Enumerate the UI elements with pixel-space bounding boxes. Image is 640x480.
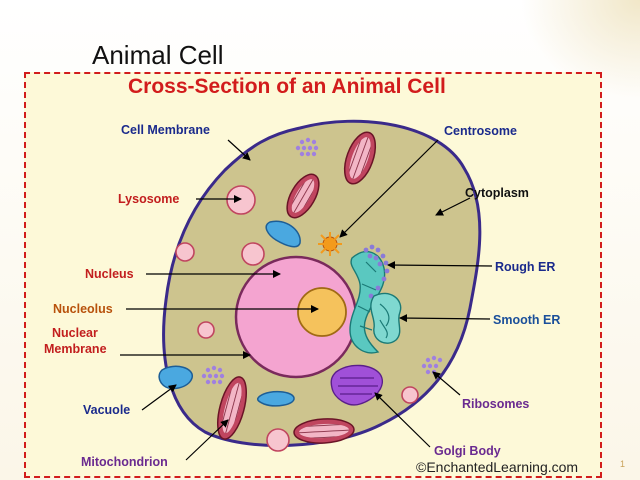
mitochondrion-2	[286, 173, 320, 219]
label-vacuole: Vacuole	[83, 403, 131, 417]
label-rough-er: Rough ER	[495, 260, 556, 274]
vesicle	[175, 242, 195, 262]
credit-text: ©EnchantedLearning.com	[416, 459, 579, 475]
label-cell-membrane: Cell Membrane	[121, 123, 210, 137]
smooth-er	[370, 292, 402, 344]
vacuole	[158, 365, 193, 390]
slide-title: Animal Cell	[92, 40, 224, 70]
label-centrosome: Centrosome	[444, 124, 517, 138]
diagram-title: Cross-Section of an Animal Cell	[128, 75, 446, 98]
vesicle	[266, 428, 290, 452]
label-lysosome: Lysosome	[118, 192, 180, 206]
vesicle	[241, 242, 265, 266]
vesicle	[197, 321, 215, 339]
label-cytoplasm: Cytoplasm	[465, 186, 529, 200]
label-mitochondrion: Mitochondrion	[81, 455, 168, 469]
label-ribosomes: Ribosomes	[462, 397, 530, 411]
lysosome	[226, 185, 256, 215]
ribosome-cluster	[201, 365, 225, 385]
label-golgi-body: Golgi Body	[434, 444, 501, 458]
page-number: 1	[620, 459, 626, 469]
label-nuclear-membrane-line2: Membrane	[44, 342, 107, 356]
vacuole	[265, 220, 301, 248]
mitochondrion-4	[293, 418, 355, 444]
vesicle	[401, 386, 419, 404]
centrosome	[318, 232, 342, 256]
nucleolus	[297, 287, 347, 337]
leader-arrows	[120, 139, 493, 461]
label-nuclear-membrane-line1: Nuclear	[52, 326, 98, 340]
label-nucleus: Nucleus	[85, 267, 134, 281]
ribosome-cluster	[295, 137, 319, 157]
golgi-body	[330, 364, 383, 406]
label-nucleolus: Nucleolus	[53, 302, 113, 316]
vacuole	[256, 390, 295, 407]
mitochondrion-1	[343, 131, 377, 185]
label-smooth-er: Smooth ER	[493, 313, 561, 327]
